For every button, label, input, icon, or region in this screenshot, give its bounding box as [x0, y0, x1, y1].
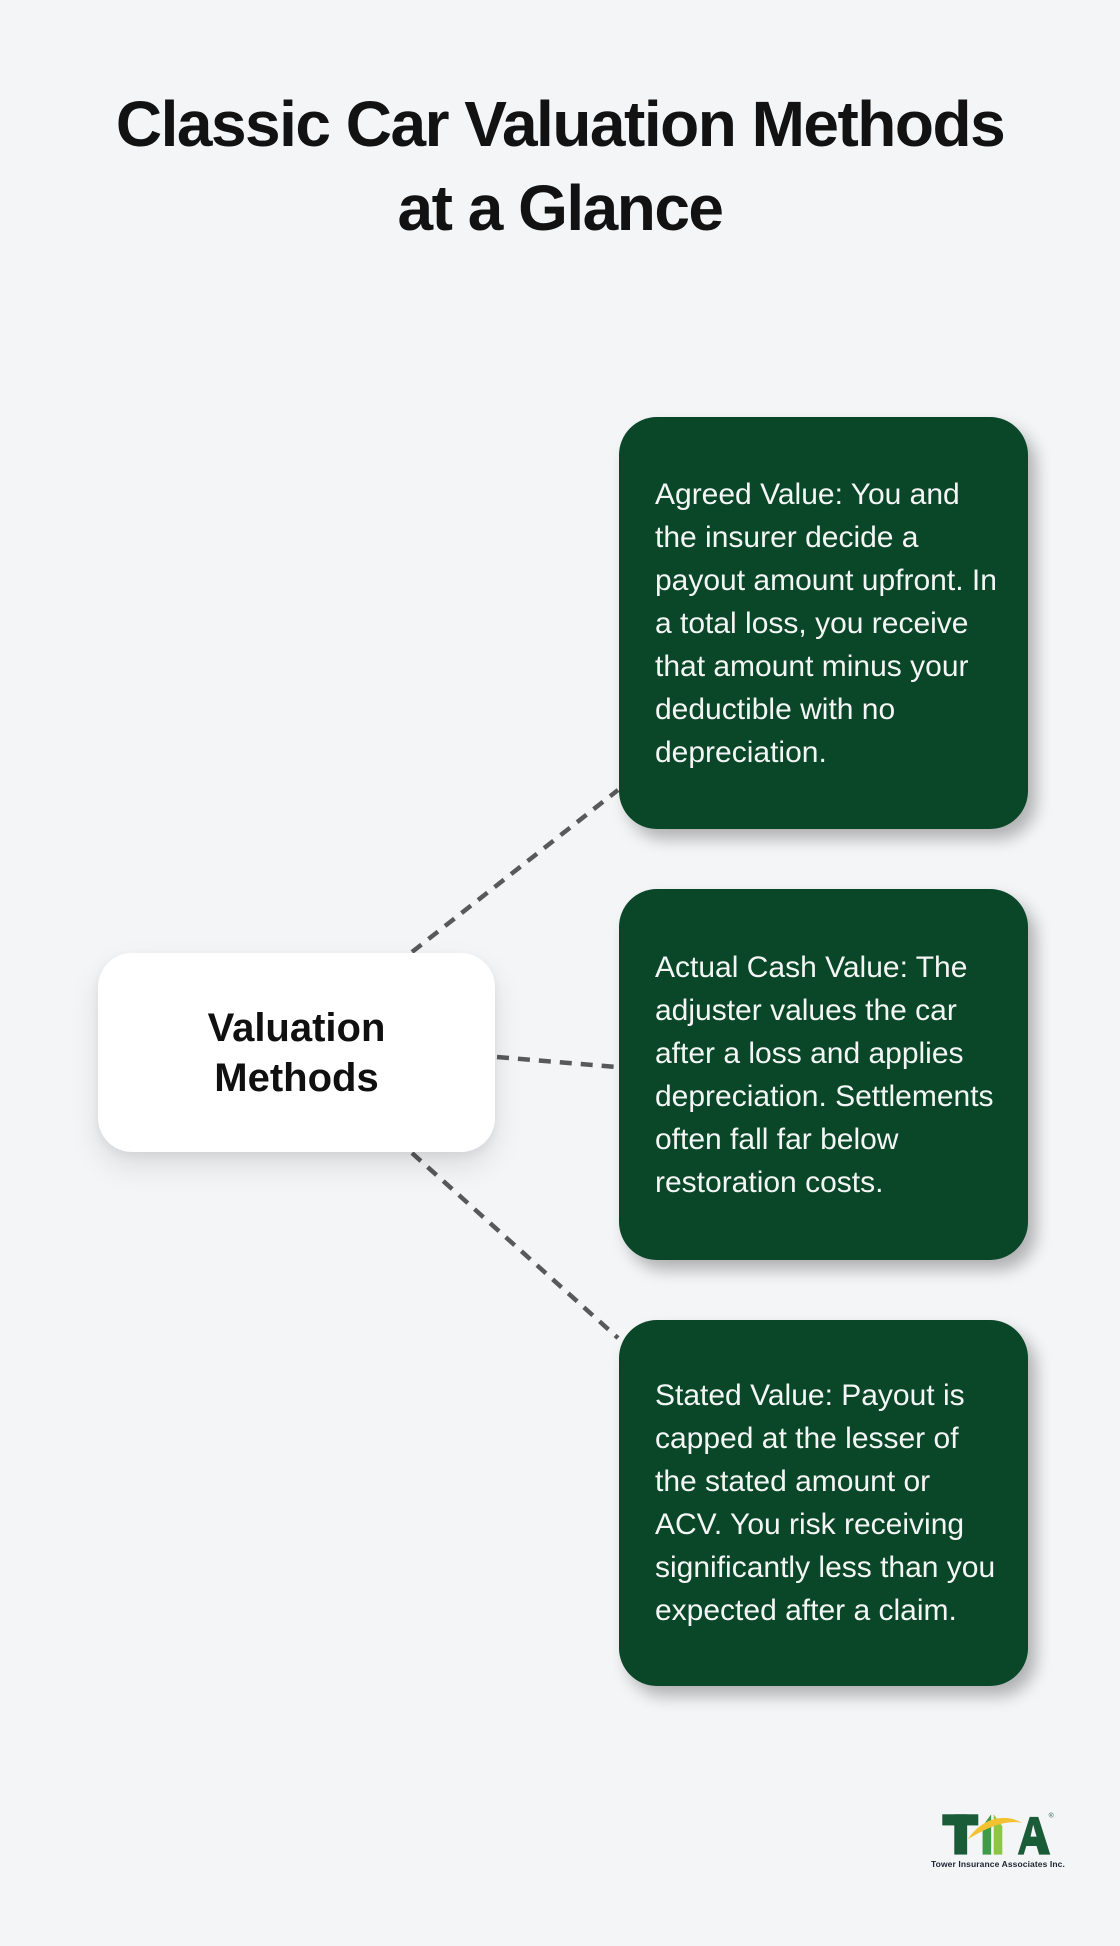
tia-logo-icon: ®	[942, 1812, 1054, 1855]
connector-line-actual-cash-value	[496, 1054, 618, 1070]
method-card-text: Agreed Value: You and the insurer decide…	[655, 477, 997, 769]
page-title: Classic Car Valuation Methods at a Glanc…	[0, 82, 1120, 250]
center-node: Valuation Methods	[98, 953, 495, 1152]
method-card-actual-cash-value: Actual Cash Value: The adjuster values t…	[619, 889, 1028, 1260]
logo-letter-a-counter	[1030, 1824, 1037, 1837]
connector-line-stated-value	[410, 1151, 620, 1340]
method-card-text: Actual Cash Value: The adjuster values t…	[655, 950, 994, 1199]
logo-letter-i-left-bar	[982, 1814, 992, 1855]
method-card-agreed-value: Agreed Value: You and the insurer decide…	[619, 417, 1028, 829]
connector-line-agreed-value	[410, 788, 620, 954]
logo-swoosh-shape	[968, 1817, 1022, 1840]
page-title-line1: Classic Car Valuation Methods	[115, 88, 1006, 160]
page-title-line2: at a Glance	[397, 172, 725, 244]
tia-logo: ® Tower Insurance Associates Inc.	[928, 1810, 1068, 1869]
logo-company-name: Tower Insurance Associates Inc.	[931, 1859, 1065, 1869]
center-node-label: Valuation Methods	[207, 1005, 386, 1100]
registered-trademark: ®	[1049, 1812, 1054, 1820]
method-card-text: Stated Value: Payout is capped at the le…	[655, 1379, 996, 1627]
logo-letter-t-stem	[954, 1814, 968, 1855]
method-card-stated-value: Stated Value: Payout is capped at the le…	[619, 1320, 1028, 1686]
